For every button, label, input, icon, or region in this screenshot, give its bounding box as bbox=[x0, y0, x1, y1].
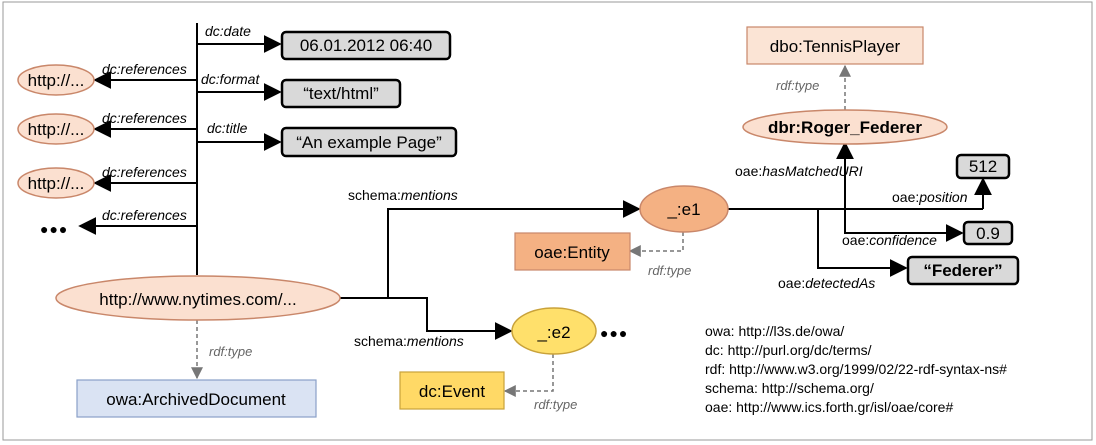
edge-label-e1-type: rdf:type bbox=[648, 263, 691, 278]
edge-label-date: dc:date bbox=[205, 23, 251, 39]
edge-label-position: oae:position bbox=[892, 189, 968, 205]
class-tennis-player: dbo:TennisPlayer bbox=[746, 26, 924, 65]
node-e1: _:e1 bbox=[639, 185, 729, 233]
edge-label-detected-as: oae:detectedAs bbox=[778, 275, 875, 291]
namespace-legend: owa: http://l3s.de/owa/ dc: http://purl.… bbox=[705, 323, 1007, 415]
svg-text:http://...: http://... bbox=[28, 174, 85, 193]
literal-format: “text/html” bbox=[280, 78, 402, 109]
literal-date: 06.01.2012 06:40 bbox=[280, 30, 452, 61]
svg-text:“An example Page”: “An example Page” bbox=[296, 133, 442, 152]
edge-label-format: dc:format bbox=[201, 71, 260, 87]
svg-text:dbo:TennisPlayer: dbo:TennisPlayer bbox=[770, 37, 901, 56]
node-ref-1: http://... bbox=[17, 64, 95, 96]
literal-detected: “Federer” bbox=[906, 255, 1020, 286]
namespace-line: dc: http://purl.org/dc/terms/ bbox=[705, 342, 872, 358]
svg-text:http://...: http://... bbox=[28, 120, 85, 139]
edge-label-roger-type: rdf:type bbox=[776, 78, 819, 93]
edges-left bbox=[78, 23, 992, 340]
edge-label-references-4: dc:references bbox=[102, 207, 187, 223]
literal-confidence: 0.9 bbox=[962, 220, 1014, 246]
svg-text:dc:Event: dc:Event bbox=[419, 382, 485, 401]
svg-text:_:e1: _:e1 bbox=[666, 200, 700, 219]
svg-text:http://...: http://... bbox=[28, 71, 85, 90]
literal-position: 512 bbox=[955, 153, 1011, 180]
edge-label-title: dc:title bbox=[207, 120, 248, 136]
namespace-line: owa: http://l3s.de/owa/ bbox=[705, 323, 844, 339]
node-ref-3: http://... bbox=[17, 167, 95, 199]
svg-text:dbr:Roger_Federer: dbr:Roger_Federer bbox=[768, 118, 922, 137]
edge-label-references-1: dc:references bbox=[102, 61, 187, 77]
edge-label-confidence: oae:confidence bbox=[842, 232, 937, 248]
literal-title: “An example Page” bbox=[280, 126, 458, 158]
class-archived-document: owa:ArchivedDocument bbox=[76, 379, 317, 418]
svg-text:512: 512 bbox=[969, 157, 997, 176]
more-e2-ellipsis: ●●● bbox=[600, 325, 628, 341]
svg-text:0.9: 0.9 bbox=[976, 224, 1000, 243]
edge-label-mentions-2: schema:mentions bbox=[354, 333, 464, 349]
namespace-line: oae: http://www.ics.forth.gr/isl/oae/cor… bbox=[705, 399, 953, 415]
node-roger-federer: dbr:Roger_Federer bbox=[742, 109, 948, 145]
namespace-line: schema: http://schema.org/ bbox=[705, 380, 874, 396]
node-nytimes: http://www.nytimes.com/... bbox=[55, 275, 341, 321]
node-ref-2: http://... bbox=[17, 113, 95, 145]
namespace-line: rdf: http://www.w3.org/1999/02/22-rdf-sy… bbox=[705, 361, 1007, 377]
edge-label-nytimes-type: rdf:type bbox=[209, 344, 252, 359]
svg-text:06.01.2012 06:40: 06.01.2012 06:40 bbox=[300, 36, 432, 55]
svg-text:http://www.nytimes.com/...: http://www.nytimes.com/... bbox=[99, 290, 296, 309]
svg-text:owa:ArchivedDocument: owa:ArchivedDocument bbox=[106, 390, 286, 409]
svg-text:“Federer”: “Federer” bbox=[923, 261, 1002, 280]
edge-label-has-matched-uri: oae:hasMatchedURI bbox=[735, 163, 863, 179]
edge-label-e2-type: rdf:type bbox=[534, 397, 577, 412]
class-dc-event: dc:Event bbox=[399, 371, 505, 410]
more-refs-ellipsis: ●●● bbox=[40, 221, 68, 237]
edge-label-mentions-1: schema:mentions bbox=[348, 187, 458, 203]
class-oae-entity: oae:Entity bbox=[514, 232, 631, 271]
edge-label-references-2: dc:references bbox=[102, 110, 187, 126]
svg-text:_:e2: _:e2 bbox=[536, 323, 570, 342]
edge-label-references-3: dc:references bbox=[102, 164, 187, 180]
edges-type bbox=[191, 64, 851, 397]
svg-text:“text/html”: “text/html” bbox=[303, 84, 379, 103]
svg-text:oae:Entity: oae:Entity bbox=[534, 243, 610, 262]
node-e2: _:e2 bbox=[511, 307, 597, 355]
